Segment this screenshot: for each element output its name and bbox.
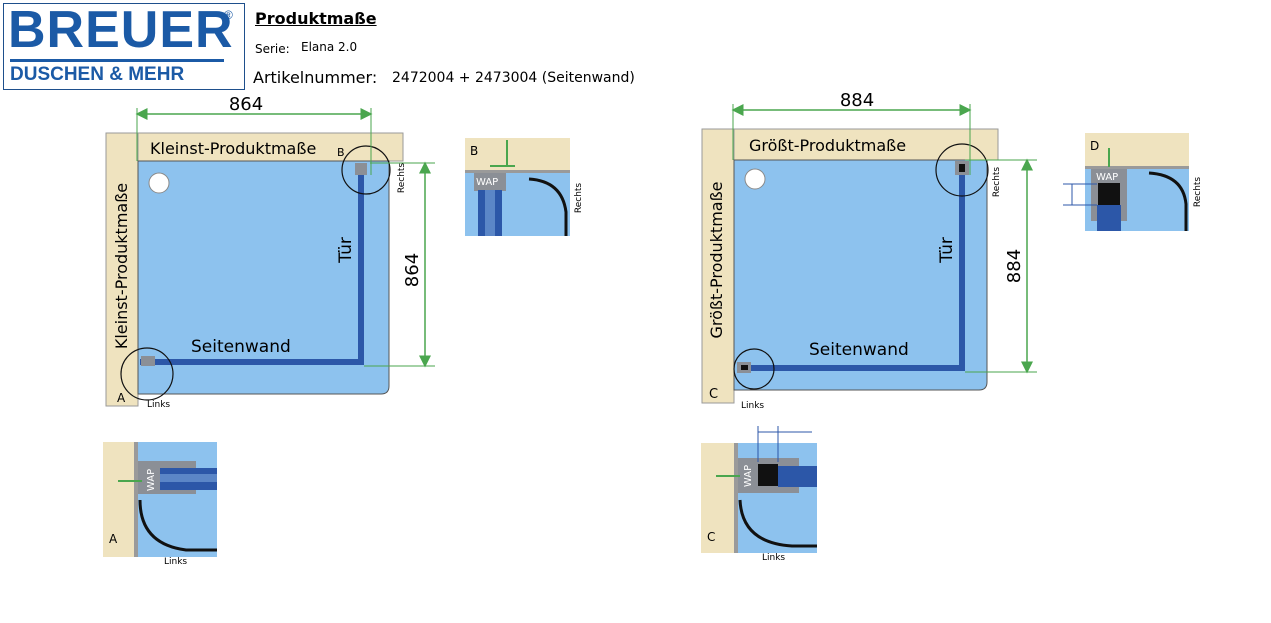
detail-wap-label: WAP [476,177,498,188]
detail-a: A WAP Links [103,442,217,567]
brand-logo-text: BREUER [8,1,234,59]
detail-wall [103,442,135,557]
detail-gap [758,464,778,486]
detail-side-label: Links [164,557,187,567]
wap-corner-a [141,356,155,366]
detail-tray-edge [528,177,568,236]
detail-side-label: Rechts [574,183,584,214]
rechts-label: Rechts [397,163,407,194]
detail-letter: D [1090,139,1099,153]
brand-tagline: DUSCHEN & MEHR [10,64,185,85]
corner-a-letter: A [117,391,126,405]
wall-left [105,132,139,407]
detail-letter: C [707,530,715,544]
sidewall-label: Seitenwand [191,337,291,357]
dim-width-label: 884 [840,90,874,111]
detail-wall-edge [1085,166,1189,169]
sidewall-label: Seitenwand [809,340,909,360]
wall-top [701,128,999,161]
right-diagram: 884 884 Größt-Produktmaße Größt-Produktm… [701,90,1037,411]
dim-height-label: 884 [1004,249,1025,283]
wap-corner-c-gap [741,365,748,370]
links-label: Links [741,401,764,411]
detail-profile [778,466,817,487]
detail-tray-edge [1148,171,1188,231]
detail-letter: A [109,532,118,546]
detail-profile-inner [160,474,217,482]
wall-label-top: Kleinst-Produktmaße [150,139,316,158]
wap-corner-b [355,163,367,175]
page-title: Produktmaße [255,9,377,28]
left-diagram: 864 864 Kleinst-Produktmaße Kleinst-Prod… [105,94,435,410]
registered-mark: ® [224,8,233,22]
door-label: Tür [937,237,957,264]
dim-height-label: 864 [402,253,423,287]
detail-profile-inner [485,190,495,236]
drain [148,172,170,194]
detail-wall [465,138,570,171]
door-label: Tür [336,237,356,264]
corner-b-letter: B [337,146,345,159]
rechts-label: Rechts [992,167,1002,198]
wall-top [105,132,404,162]
detail-c: C WAP Links [701,426,817,563]
artikelnummer-value: 2472004 + 2473004 (Seitenwand) [392,70,635,86]
wall-label-top: Größt-Produktmaße [749,136,906,155]
wall-label-side: Kleinst-Produktmaße [112,183,131,349]
detail-profile [1097,205,1121,231]
wall-label-side: Größt-Produktmaße [707,181,726,338]
wap-corner-d-gap [959,164,965,172]
sidewall-profile [140,359,364,365]
shower-tray [733,159,988,391]
corner-c-circle [733,348,775,390]
detail-wall [1085,133,1189,167]
links-label: Links [147,400,170,410]
detail-wall [701,443,735,553]
brand-logo: BREUER ® DUSCHEN & MEHR [3,1,245,90]
detail-wap-label: WAP [1096,172,1118,183]
detail-tray-edge [738,499,817,548]
detail-wall-edge [734,443,738,553]
corner-b-circle [341,145,391,195]
detail-d: D WAP Rechts [1063,133,1203,231]
drain [744,168,766,190]
sidewall-profile [737,365,965,371]
door-profile [959,165,965,369]
shower-tray [137,160,390,395]
detail-wall-edge [134,442,138,557]
detail-wap-label: WAP [146,469,157,491]
serie-value: Elana 2.0 [301,40,358,54]
serie-label: Serie: [255,42,290,56]
detail-letter: B [470,144,478,158]
door-profile [358,165,364,364]
dim-width-label: 864 [229,94,263,115]
artikelnummer-label: Artikelnummer: [253,68,378,87]
detail-b: B WAP Rechts [465,138,584,236]
logo-divider [10,59,224,62]
detail-wap [474,173,506,191]
detail-side-label: Rechts [1193,177,1203,208]
corner-c-letter: C [709,387,718,402]
corner-d-circle [935,143,989,197]
detail-tray-edge [138,499,217,552]
detail-gap [1098,183,1120,205]
detail-side-label: Links [762,553,785,563]
corner-a-circle [120,347,174,401]
detail-wap-label: WAP [743,465,754,487]
detail-wall-edge [465,170,570,173]
